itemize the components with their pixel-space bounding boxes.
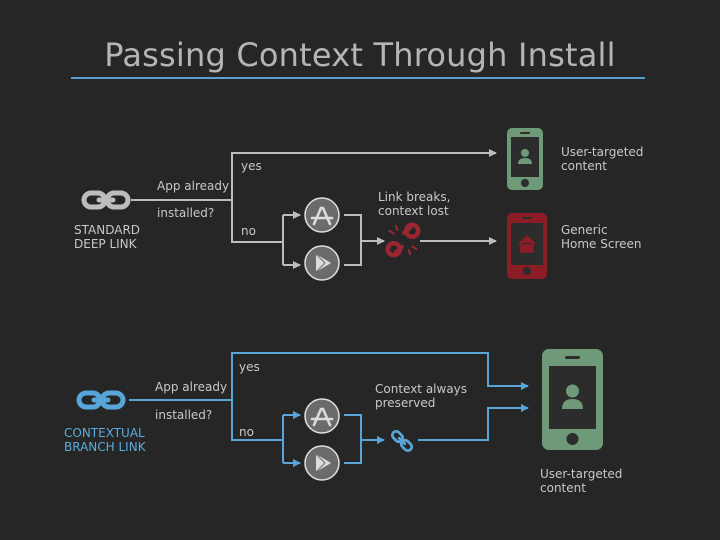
standard-yes-label: yes (241, 159, 262, 173)
title-underline (71, 77, 645, 79)
phone-user-icon (542, 349, 603, 450)
app-store-icon (303, 397, 341, 435)
contextual-question-line2: installed? (155, 408, 213, 422)
broken-link-icon (385, 222, 421, 258)
standard-link-icon (84, 193, 128, 207)
contextual-yes-label: yes (239, 360, 260, 374)
contextual-no-label: no (239, 425, 254, 439)
contextual-question-line1: App already (155, 380, 228, 394)
contextual-link-icon (79, 393, 123, 407)
google-play-icon (304, 245, 340, 281)
standard-break-note: Link breaks,context lost (378, 190, 451, 218)
page-title: Passing Context Through Install (104, 36, 616, 74)
preserved-link-icon (389, 428, 415, 454)
standard-flow-lines (131, 149, 497, 269)
google-play-icon (304, 445, 340, 481)
standard-no-label: no (241, 224, 256, 238)
app-store-icon (303, 196, 341, 234)
phone-user-icon (507, 128, 543, 190)
standard-question-line2: installed? (157, 206, 215, 220)
standard-question-line1: App already (157, 179, 230, 193)
phone-home-icon (507, 213, 547, 279)
contextual-flow-lines (129, 352, 529, 467)
